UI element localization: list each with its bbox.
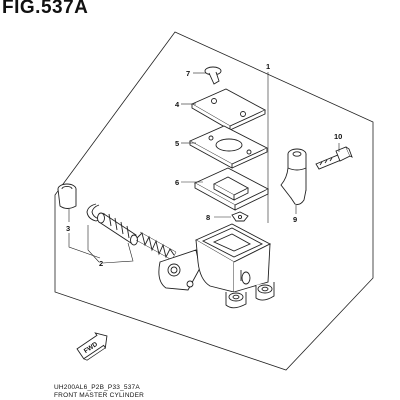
callout-8: 8 bbox=[206, 213, 210, 222]
callout-5: 5 bbox=[175, 139, 179, 148]
part-10-bolt bbox=[315, 146, 353, 170]
part-9-clamp bbox=[280, 148, 307, 205]
part-1-master-cylinder bbox=[158, 223, 275, 309]
figure-code: UH200AL6_P2B_P33_537A bbox=[54, 384, 140, 391]
figure-caption: FRONT MASTER CYLINDER bbox=[54, 392, 145, 399]
assembly-boundary bbox=[54, 31, 374, 371]
part-4-cap bbox=[191, 88, 267, 131]
callout-1: 1 bbox=[266, 62, 270, 71]
part-2-piston-set bbox=[97, 212, 177, 261]
callout-9: 9 bbox=[293, 215, 297, 224]
part-6-diaphragm bbox=[193, 167, 269, 211]
callout-7: 7 bbox=[186, 69, 190, 78]
figure-title: FIG.537A bbox=[2, 0, 89, 18]
callout-4: 4 bbox=[175, 100, 180, 109]
leader-lines bbox=[68, 72, 340, 264]
part-8-clip bbox=[231, 211, 249, 222]
callout-10: 10 bbox=[334, 132, 342, 141]
part-5-plate bbox=[188, 125, 269, 169]
callout-2: 2 bbox=[99, 259, 103, 268]
part-7-screw bbox=[204, 66, 222, 85]
part-3-boot bbox=[57, 183, 77, 209]
callout-6: 6 bbox=[175, 178, 179, 187]
callout-3: 3 bbox=[66, 224, 70, 233]
fwd-arrow-icon: FWD bbox=[76, 332, 108, 361]
